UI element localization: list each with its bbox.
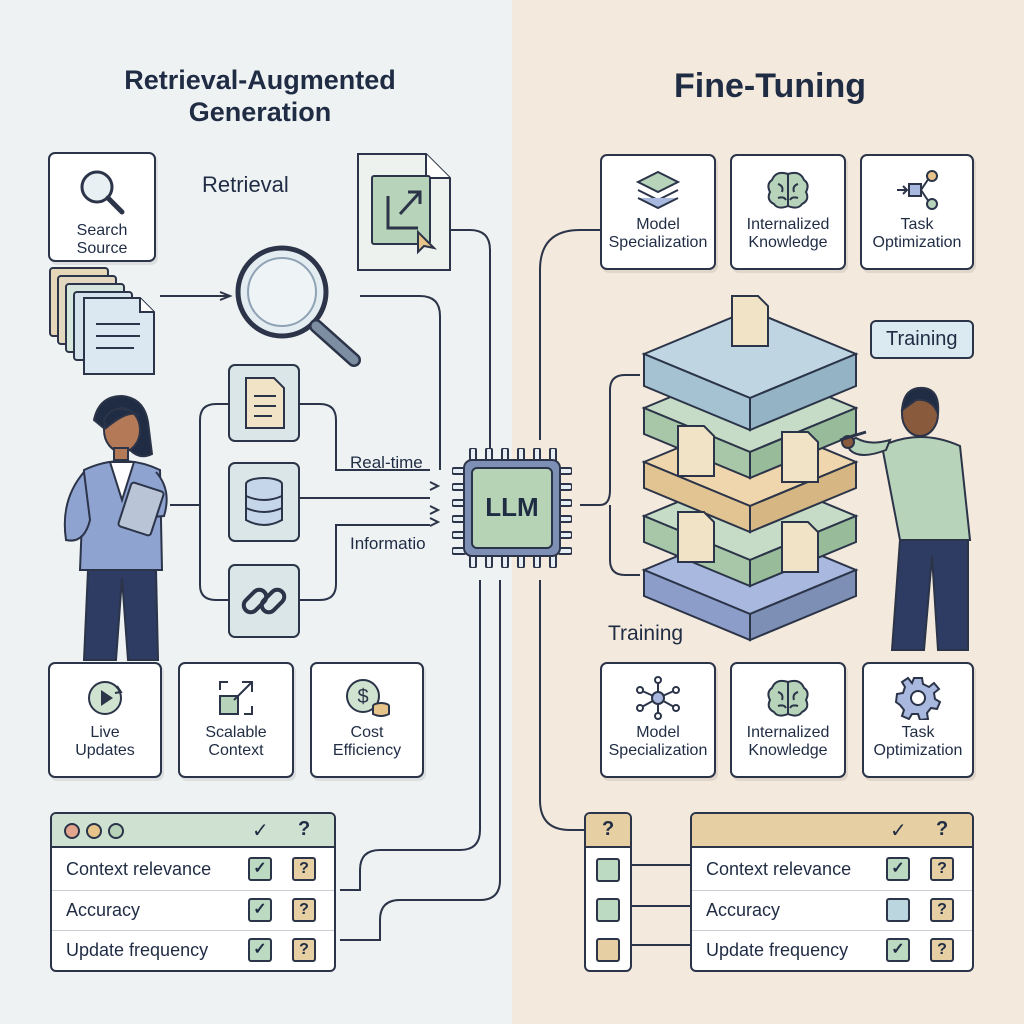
question-box[interactable]: ? — [930, 857, 954, 881]
expand-icon — [219, 681, 253, 715]
row-label: Context relevance — [706, 859, 852, 879]
fine-tuning-title: Fine-Tuning — [674, 67, 866, 105]
window-dot-yellow[interactable] — [86, 823, 102, 839]
document-icon — [245, 377, 285, 429]
internalized-knowledge-card-bottom[interactable]: Internalized Knowledge — [730, 662, 846, 778]
coin-icon: $ — [346, 679, 390, 717]
engineer-person-illustration — [839, 386, 972, 651]
fine-tuning-checklist-panel: ✓ ? Context relevance ✓ ? Accuracy ? Upd… — [690, 812, 974, 972]
side-panel-header: ? — [586, 814, 630, 848]
question-box[interactable]: ? — [930, 898, 954, 922]
row-label: Update frequency — [66, 940, 209, 960]
document-source-tile[interactable] — [228, 364, 300, 442]
question-box[interactable]: ? — [292, 938, 316, 962]
row-label: Accuracy — [66, 900, 141, 920]
check-box[interactable]: ✓ — [248, 938, 272, 962]
retrieval-label: Retrieval — [202, 172, 289, 197]
network-icon — [636, 676, 680, 720]
window-dot-green[interactable] — [108, 823, 124, 839]
header-check-icon: ✓ — [890, 820, 907, 842]
brain-icon — [767, 679, 809, 717]
database-icon — [245, 477, 283, 526]
window-dot-red[interactable] — [64, 823, 80, 839]
check-box[interactable]: ✓ — [248, 898, 272, 922]
header-check-icon: ✓ — [252, 820, 269, 842]
flow-icon — [897, 170, 938, 210]
row-label: Context relevance — [66, 859, 212, 879]
link-icon — [241, 587, 287, 615]
header-question-icon: ? — [298, 818, 311, 840]
internalized-knowledge-card[interactable]: Internalized Knowledge — [730, 154, 846, 270]
magnifier-icon — [235, 245, 361, 367]
rag-title: Retrieval-Augmented Generation — [124, 65, 396, 127]
checklist-row: Update frequency ✓ ? — [692, 930, 972, 969]
search-source-card[interactable]: Search Source — [48, 152, 156, 262]
external-link-document-icon[interactable] — [356, 152, 452, 274]
cost-efficiency-card[interactable]: $ Cost Efficiency — [310, 662, 424, 778]
header-question-icon: ? — [936, 818, 949, 840]
internalized-knowledge-label: Internalized Knowledge — [746, 724, 830, 759]
row-label: Update frequency — [706, 940, 849, 960]
task-optimization-card[interactable]: Task Optimization — [860, 154, 974, 270]
row-label: Accuracy — [706, 900, 781, 920]
realtime-label: Real-time — [350, 453, 423, 472]
information-label: Informatio — [350, 534, 426, 553]
llm-chip[interactable]: LLM — [451, 447, 573, 569]
task-optimization-label: Task Optimization — [872, 216, 962, 251]
training-speech-bubble: Training — [870, 320, 974, 359]
checklist-row: Context relevance ✓ ? — [52, 850, 334, 888]
check-box[interactable]: ✓ — [886, 938, 910, 962]
checklist-row: Update frequency ✓ ? — [52, 930, 334, 969]
question-box[interactable]: ? — [930, 938, 954, 962]
training-label: Training — [608, 622, 684, 645]
side-status-box[interactable] — [596, 898, 620, 922]
link-source-tile[interactable] — [228, 564, 300, 638]
panel-header: ✓ ? — [52, 814, 334, 848]
cost-efficiency-label: Cost Efficiency — [332, 724, 402, 759]
chip-icon — [451, 447, 573, 569]
live-updates-label: Live Updates — [75, 724, 135, 759]
model-specialization-card-bottom[interactable]: Model Specialization — [600, 662, 716, 778]
play-refresh-icon — [88, 681, 123, 715]
analyst-person-illustration — [63, 394, 168, 661]
empty-status-box[interactable] — [886, 898, 910, 922]
rag-checklist-panel: ✓ ? Context relevance ✓ ? Accuracy ✓ ? U… — [50, 812, 336, 972]
layers-icon — [635, 170, 681, 210]
model-layer-stack-illustration — [641, 295, 859, 642]
task-optimization-label: Task Optimization — [873, 724, 963, 759]
gear-icon — [894, 676, 942, 720]
scalable-context-label: Scalable Context — [205, 724, 267, 759]
side-header-question-icon: ? — [602, 818, 615, 840]
database-source-tile[interactable] — [228, 462, 300, 542]
model-specialization-label: Model Specialization — [608, 724, 708, 759]
side-status-box[interactable] — [596, 938, 620, 962]
document-stack-icon — [49, 267, 155, 375]
brain-icon — [767, 171, 809, 209]
task-optimization-card-bottom[interactable]: Task Optimization — [862, 662, 974, 778]
checklist-row: Context relevance ✓ ? — [692, 850, 972, 888]
question-box[interactable]: ? — [292, 857, 316, 881]
panel-header: ✓ ? — [692, 814, 972, 848]
svg-text:$: $ — [357, 686, 368, 708]
llm-label: LLM — [485, 492, 539, 522]
checklist-row: Accuracy ? — [692, 890, 972, 929]
check-box[interactable]: ✓ — [886, 857, 910, 881]
fine-tuning-side-panel: ? — [584, 812, 632, 972]
check-box[interactable]: ✓ — [248, 857, 272, 881]
model-specialization-card[interactable]: Model Specialization — [600, 154, 716, 270]
question-box[interactable]: ? — [292, 898, 316, 922]
model-specialization-label: Model Specialization — [608, 216, 708, 251]
live-updates-card[interactable]: Live Updates — [48, 662, 162, 778]
search-source-label: Search Source — [76, 222, 128, 257]
internalized-knowledge-label: Internalized Knowledge — [746, 216, 830, 251]
search-icon — [80, 170, 125, 215]
side-status-box[interactable] — [596, 858, 620, 882]
checklist-row: Accuracy ✓ ? — [52, 890, 334, 929]
scalable-context-card[interactable]: Scalable Context — [178, 662, 294, 778]
